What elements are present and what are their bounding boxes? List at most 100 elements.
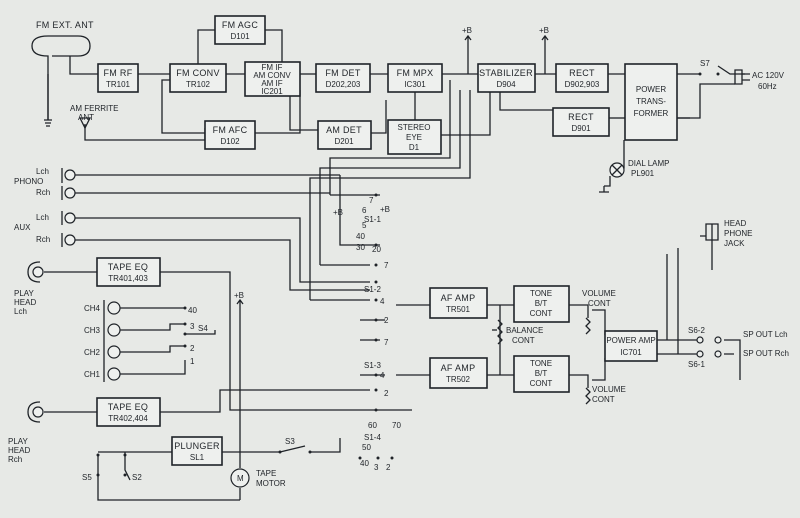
block-rect-2 (552, 107, 610, 137)
volume-2-label-2: CONT (592, 395, 615, 404)
ground-icon (44, 119, 52, 127)
transformer-l3: FORMER (634, 109, 669, 118)
ac-label-2: 60Hz (758, 82, 777, 91)
phono-label: PHONO (14, 177, 43, 186)
tone2-l1: TONE (530, 359, 552, 368)
stereo-eye-l2: EYE (406, 133, 422, 142)
tone1-l1: TONE (530, 289, 552, 298)
block-fm-rf (97, 63, 139, 93)
ground-icon (599, 186, 609, 193)
tone2-l2: B/T (535, 369, 548, 378)
volume-1-label-2: CONT (588, 299, 611, 308)
aux-label: AUX (14, 223, 31, 232)
s1-4-pin-3: 3 (374, 463, 379, 472)
plus-b-label: +B (234, 291, 244, 300)
plus-b-label: +B (539, 26, 549, 35)
fm-rf-title: FM RF (104, 68, 133, 78)
s4-pin-40: 40 (188, 306, 197, 315)
block-tape-eq-2 (96, 397, 161, 427)
block-tone-2 (513, 355, 570, 393)
s1-4-pin-60: 60 (368, 421, 377, 430)
rect1-title: RECT (569, 68, 595, 78)
s4-pin-2: 2 (190, 344, 195, 353)
volume-2-label-1: VOLUME (592, 385, 626, 394)
block-fm-afc (204, 120, 256, 150)
block-fm-mpx (387, 63, 443, 93)
tape-eq2-title: TAPE EQ (108, 402, 148, 412)
power-amp-part: IC701 (620, 348, 642, 357)
volume-pot-1-icon (585, 317, 591, 335)
fm-afc-title: FM AFC (213, 125, 248, 135)
af-amp2-title: AF AMP (441, 363, 476, 373)
block-fm-if (244, 61, 301, 97)
block-stereo-eye (387, 119, 442, 155)
ch2-label: CH2 (84, 348, 101, 357)
tone2-l3: CONT (530, 379, 553, 388)
play-head-r-2: HEAD (8, 446, 30, 455)
s1-3-pin-4: 4 (380, 371, 385, 380)
s4-label: S4 (198, 324, 208, 333)
play-head-rch-icon (27, 401, 44, 423)
balance-pot-icon (497, 319, 503, 345)
plus-b-arrow-icon (464, 34, 472, 44)
plus-b-label: +B (333, 208, 343, 217)
ac-plug-icon (734, 69, 750, 85)
block-af-amp-2 (429, 357, 488, 389)
tape-motor-2: MOTOR (256, 479, 286, 488)
block-stabilizer (477, 63, 536, 93)
tape-eq2-part: TR402,404 (108, 414, 148, 423)
play-head-lch-icon (27, 261, 44, 283)
fm-agc-title: FM AGC (222, 20, 259, 30)
am-ferrite-label-1: AM FERRITE (70, 104, 118, 113)
aux-lch-label: Lch (36, 213, 49, 222)
stabilizer-title: STABILIZER (479, 68, 533, 78)
volume-pot-2-icon (585, 387, 591, 405)
power-amp-title: POWER AMP (606, 336, 655, 345)
block-power-amp (604, 330, 658, 362)
block-fm-agc (214, 15, 266, 45)
s1-pin-6: 6 (362, 206, 367, 215)
s1-pin-20: 20 (372, 245, 381, 254)
fm-ext-ant-label: FM EXT. ANT (36, 20, 94, 30)
fm-afc-part: D102 (220, 137, 240, 146)
s2-label: S2 (132, 473, 142, 482)
block-plunger (171, 436, 223, 466)
ch4-icon (107, 301, 121, 315)
ch1-icon (107, 367, 121, 381)
symbols (27, 34, 750, 488)
play-head-r-3: Rch (8, 455, 22, 464)
am-det-part: D201 (334, 137, 354, 146)
motor-m-label: M (237, 474, 244, 483)
fm-det-title: FM DET (325, 68, 360, 78)
dial-lamp-label: DIAL LAMP (628, 159, 670, 168)
volume-1-label-1: VOLUME (582, 289, 616, 298)
transformer-l2: TRANS- (636, 97, 666, 106)
block-labels: FM AGC D101 FM RF TR101 FM CONV TR102 FM… (104, 20, 669, 462)
transformer-l1: POWER (636, 85, 666, 94)
ch3-icon (107, 323, 121, 337)
fm-if-l1: FM IF (262, 63, 283, 72)
wiring (31, 29, 745, 501)
plunger-part: SL1 (190, 453, 205, 462)
head-phone-2: PHONE (724, 229, 752, 238)
tape-eq1-title: TAPE EQ (108, 262, 148, 272)
s5-label: S5 (82, 473, 92, 482)
s1-4-pin-2: 2 (386, 463, 391, 472)
ch1-label: CH1 (84, 370, 101, 379)
tone1-l3: CONT (530, 309, 553, 318)
aux-lch-jack-icon (64, 212, 76, 224)
block-rect-1 (555, 63, 609, 93)
aux-rch-jack-icon (64, 234, 76, 246)
plunger-title: PLUNGER (174, 441, 220, 451)
am-ferrite-label-2: ANT (78, 113, 94, 122)
s4-pin-1: 1 (190, 357, 195, 366)
tone1-l2: B/T (535, 299, 548, 308)
s6-2-label: S6-2 (688, 326, 705, 335)
play-head-l-2: HEAD (14, 298, 36, 307)
fm-mpx-part: IC301 (404, 80, 426, 89)
phono-rch-jack-icon (64, 187, 76, 199)
head-phone-3: JACK (724, 239, 745, 248)
af-amp1-title: AF AMP (441, 293, 476, 303)
tape-motor-1: TAPE (256, 469, 276, 478)
fm-if-part: IC201 (261, 87, 283, 96)
